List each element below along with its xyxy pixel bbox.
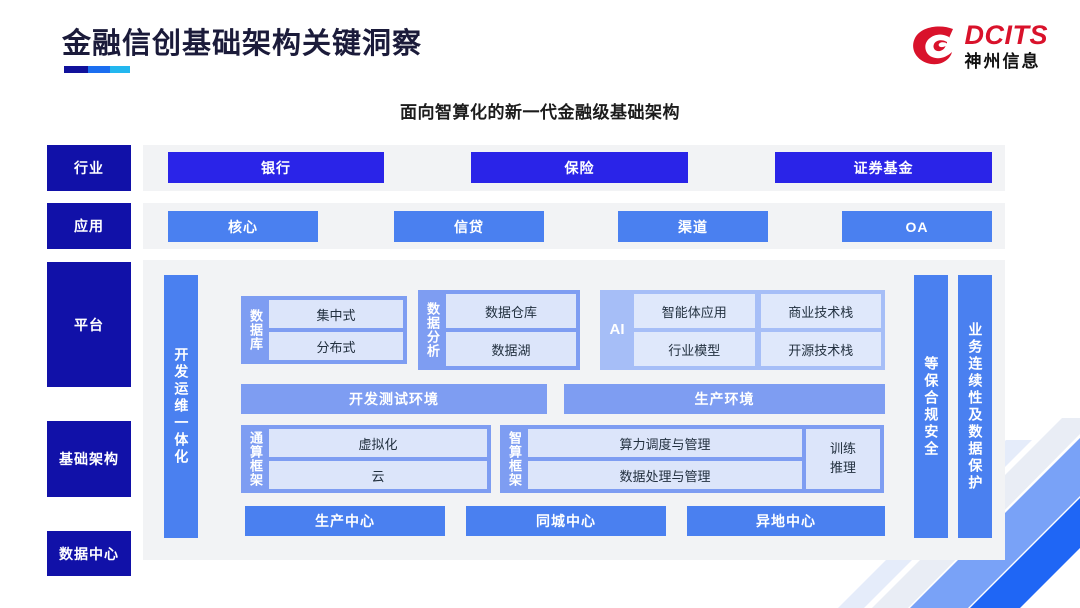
cell-distributed[interactable]: 分布式 xyxy=(269,332,403,360)
group-row: 数据湖 xyxy=(446,332,576,366)
tier-label-industry[interactable]: 行业 xyxy=(47,145,131,191)
cell-centralized[interactable]: 集中式 xyxy=(269,300,403,328)
cell-data-warehouse[interactable]: 数据仓库 xyxy=(446,294,576,328)
tier-label-data-center[interactable]: 数据中心 xyxy=(47,531,131,576)
cell-virtualization[interactable]: 虚拟化 xyxy=(269,429,487,457)
industry-chip-securities-fund[interactable]: 证券基金 xyxy=(775,152,992,183)
group-data-analysis[interactable]: 数据分析 数据仓库 数据湖 xyxy=(418,290,580,370)
vertical-bar-security-compliance[interactable]: 等保合规安全 xyxy=(914,275,948,538)
cell-cloud[interactable]: 云 xyxy=(269,461,487,489)
group-intelligent-compute-framework[interactable]: 智算框架 算力调度与管理 数据处理与管理 训练 推理 xyxy=(500,425,884,493)
env-bar-production[interactable]: 生产环境 xyxy=(564,384,885,414)
accent-segment-1 xyxy=(64,66,88,73)
env-bar-dev-test[interactable]: 开发测试环境 xyxy=(241,384,547,414)
dcits-swirl-icon xyxy=(912,26,953,65)
application-chip-core[interactable]: 核心 xyxy=(168,211,318,242)
vertical-bar-devops[interactable]: 开发运维一体化 xyxy=(164,275,198,538)
group-cells-data-analysis: 数据仓库 数据湖 xyxy=(446,294,576,366)
cell-data-lake[interactable]: 数据湖 xyxy=(446,332,576,366)
group-row: 数据仓库 xyxy=(446,294,576,328)
group-cells-ai: 智能体应用 商业技术栈 行业模型 开源技术栈 xyxy=(634,294,881,366)
group-label-general-compute: 通算框架 xyxy=(248,431,264,487)
data-center-chip-same-city[interactable]: 同城中心 xyxy=(466,506,666,536)
cell-data-processing[interactable]: 数据处理与管理 xyxy=(528,461,802,489)
group-cells-database: 集中式 分布式 xyxy=(269,300,403,360)
data-center-chip-remote[interactable]: 异地中心 xyxy=(687,506,885,536)
cell-commercial-tech-stack[interactable]: 商业技术栈 xyxy=(760,294,881,328)
group-cells-general-compute: 虚拟化 云 xyxy=(269,429,487,489)
data-center-chip-production[interactable]: 生产中心 xyxy=(245,506,445,536)
application-chip-oa[interactable]: OA xyxy=(842,211,992,242)
diagram-subtitle: 面向智算化的新一代金融级基础架构 xyxy=(400,103,680,122)
brand-name-cn: 神州信息 xyxy=(964,52,1041,71)
group-database[interactable]: 数据库 集中式 分布式 xyxy=(241,296,407,364)
group-label-database: 数据库 xyxy=(248,309,264,351)
group-row: 分布式 xyxy=(269,332,403,360)
brand-name-en: DCITS xyxy=(964,20,1048,50)
group-row: 行业模型 开源技术栈 xyxy=(634,332,881,366)
page-title: 金融信创基础架构关键洞察 xyxy=(62,28,423,60)
accent-segment-3 xyxy=(110,66,130,73)
cell-agent-application[interactable]: 智能体应用 xyxy=(634,294,755,328)
cell-industry-model[interactable]: 行业模型 xyxy=(634,332,755,366)
application-chip-credit[interactable]: 信贷 xyxy=(394,211,544,242)
intel-cell-stack: 算力调度与管理 数据处理与管理 xyxy=(528,429,802,489)
title-underline-accent xyxy=(64,66,130,73)
application-chip-channel[interactable]: 渠道 xyxy=(618,211,768,242)
group-row: 智能体应用 商业技术栈 xyxy=(634,294,881,328)
group-label-intelligent-compute: 智算框架 xyxy=(507,431,523,487)
cell-open-source-tech-stack[interactable]: 开源技术栈 xyxy=(760,332,881,366)
brand-logo: DCITS 神州信息 xyxy=(911,20,1049,72)
industry-chip-insurance[interactable]: 保险 xyxy=(471,152,688,183)
group-row: 虚拟化 xyxy=(269,429,487,457)
group-row: 集中式 xyxy=(269,300,403,328)
group-label-data-analysis: 数据分析 xyxy=(425,302,441,358)
group-ai[interactable]: AI 智能体应用 商业技术栈 行业模型 开源技术栈 xyxy=(600,290,885,370)
tier-label-infrastructure[interactable]: 基础架构 xyxy=(47,421,131,497)
brand-logo-text: DCITS 神州信息 xyxy=(964,20,1049,71)
training-label: 训练 xyxy=(829,441,856,457)
industry-chip-bank[interactable]: 银行 xyxy=(168,152,384,183)
group-row: 云 xyxy=(269,461,487,489)
inference-label: 推理 xyxy=(829,460,856,475)
cell-training-inference[interactable]: 训练 推理 xyxy=(806,429,880,489)
group-general-compute-framework[interactable]: 通算框架 虚拟化 云 xyxy=(241,425,491,493)
cell-compute-scheduling[interactable]: 算力调度与管理 xyxy=(528,429,802,457)
tier-label-application[interactable]: 应用 xyxy=(47,203,131,249)
tier-label-platform[interactable]: 平台 xyxy=(47,262,131,387)
group-label-ai: AI xyxy=(609,320,625,338)
group-cells-intelligent-compute: 算力调度与管理 数据处理与管理 训练 推理 xyxy=(528,429,880,489)
vertical-bar-business-continuity[interactable]: 业务连续性及数据保护 xyxy=(958,275,992,538)
accent-segment-2 xyxy=(87,66,111,73)
